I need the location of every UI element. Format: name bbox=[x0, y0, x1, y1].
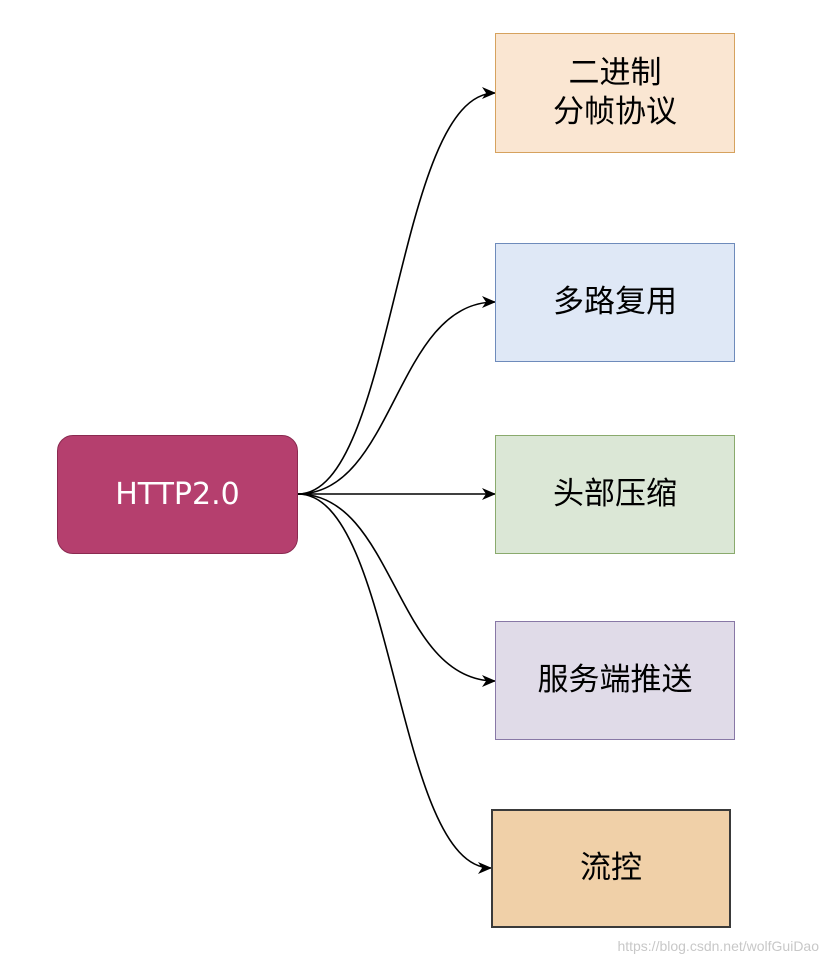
feature-node-server-push: 服务端推送 bbox=[495, 621, 735, 740]
feature-node-multiplexing: 多路复用 bbox=[495, 243, 735, 362]
feature-node-flow-control: 流控 bbox=[491, 809, 731, 928]
edge-to-binary-framing bbox=[297, 87, 496, 495]
root-label: HTTP2.0 bbox=[115, 476, 240, 512]
feature-label: 二进制 分帧协议 bbox=[553, 55, 677, 130]
feature-label: 流控 bbox=[580, 850, 642, 887]
edge-to-server-push bbox=[297, 493, 496, 687]
feature-label: 多路复用 bbox=[553, 284, 677, 321]
edge-to-flow-control bbox=[297, 493, 492, 874]
feature-label: 头部压缩 bbox=[553, 476, 677, 513]
watermark-text: https://blog.csdn.net/wolfGuiDao bbox=[617, 938, 819, 954]
http2-root-node: HTTP2.0 bbox=[57, 435, 298, 554]
feature-node-header-compression: 头部压缩 bbox=[495, 435, 735, 554]
feature-label: 服务端推送 bbox=[537, 662, 693, 699]
feature-node-binary-framing: 二进制 分帧协议 bbox=[495, 33, 735, 153]
edge-to-multiplexing bbox=[297, 296, 496, 495]
